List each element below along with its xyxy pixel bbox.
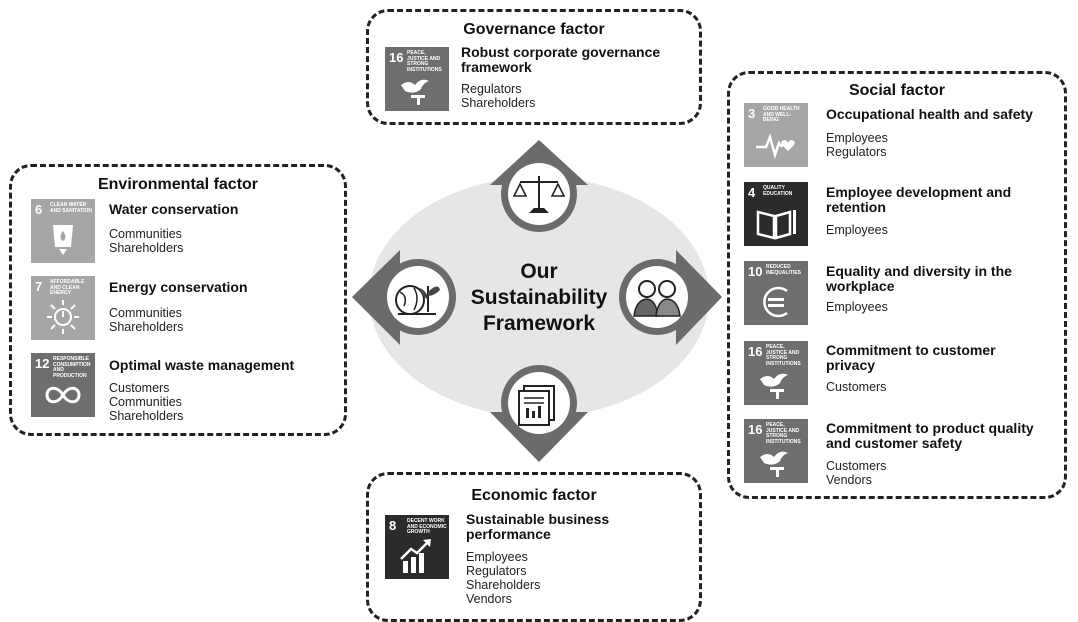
dove-gavel-icon	[760, 451, 788, 477]
governance-panel: Governance factor 16 PEACE, JUSTICE AND …	[366, 9, 702, 125]
social-title: Social factor	[848, 82, 946, 99]
infinity-icon	[45, 386, 81, 404]
report-icon	[501, 365, 577, 441]
scales-icon	[501, 156, 577, 232]
center-title-line3: Framework	[483, 312, 595, 335]
sdg16-badge: 16 PEACE, JUSTICE AND STRONG INSTITUTION…	[385, 47, 449, 111]
equality-icon	[763, 286, 788, 318]
sdg10-badge: 10 REDUCED INEQUALITIES	[744, 261, 808, 325]
social-panel: Social factor 3 GOOD HEALTH AND WELL-BEI…	[727, 71, 1067, 499]
sdg7-badge: 7 AFFORDABLE AND CLEAN ENERGY	[31, 276, 95, 340]
sdg12-badge: 12 RESPONSIBLE CONSUMPTION AND PRODUCTIO…	[31, 353, 95, 417]
sdg6-badge: 6 CLEAN WATER AND SANITATION	[31, 199, 95, 263]
heartbeat-icon	[756, 133, 795, 160]
people-icon	[619, 259, 695, 335]
environmental-title: Environmental factor	[97, 176, 259, 193]
governance-title: Governance factor	[463, 21, 605, 38]
globe-plant-icon	[380, 259, 456, 335]
sdg3-badge: 3 GOOD HEALTH AND WELL-BEING	[744, 103, 808, 167]
arrow-right	[676, 250, 722, 345]
sdg16-badge: 16 PEACE, JUSTICE AND STRONG INSTITUTION…	[744, 341, 808, 405]
book-pencil-icon	[756, 210, 796, 240]
water-drop-icon	[53, 225, 73, 255]
center-title-line1: Our	[520, 260, 557, 283]
center-disk	[369, 177, 709, 417]
center-title-line2: Sustainability	[471, 286, 608, 309]
environmental-panel: Environmental factor 6 CLEAN WATER AND S…	[9, 164, 347, 436]
dove-gavel-icon	[760, 373, 788, 399]
dove-gavel-icon	[401, 79, 429, 105]
sdg8-badge: 8 DECENT WORK AND ECONOMIC GROWTH	[385, 515, 449, 579]
sun-power-icon	[47, 300, 79, 334]
sdg-label: PEACE, JUSTICE AND STRONG INSTITUTIONS	[407, 50, 442, 73]
sdg4-badge: 4 QUALITY EDUCATION	[744, 182, 808, 246]
growth-chart-icon	[400, 539, 431, 573]
economic-panel: Economic factor 8 DECENT WORK AND ECONOM…	[366, 472, 702, 622]
economic-title: Economic factor	[471, 487, 597, 504]
sdg16-badge: 16 PEACE, JUSTICE AND STRONG INSTITUTION…	[744, 419, 808, 483]
sdg-number: 16	[389, 50, 404, 65]
